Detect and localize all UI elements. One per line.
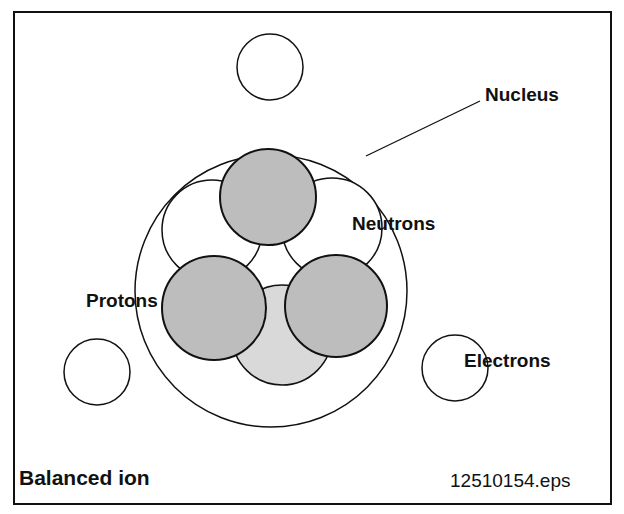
electron [64,339,130,405]
part-label: Nucleus [485,85,559,106]
proton [285,255,387,357]
caption: Balanced ion [19,466,150,489]
file-name: 12510154.eps [450,471,570,492]
part-label: Neutrons [352,214,435,235]
proton [162,256,266,360]
part-label: Electrons [464,351,551,372]
frame [14,12,611,504]
part-label: Protons [86,291,158,312]
proton [220,149,316,245]
electron [237,34,303,100]
leader-line [366,101,480,156]
